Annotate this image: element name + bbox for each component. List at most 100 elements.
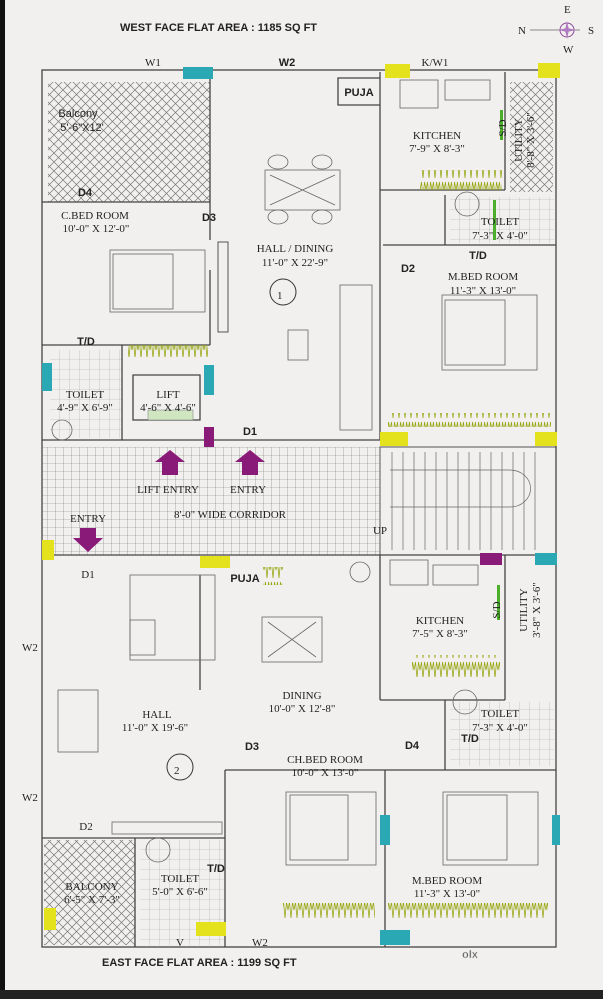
svg-text:M.BED ROOM: M.BED ROOM [448, 271, 519, 283]
svg-text:TOILET: TOILET [481, 708, 520, 720]
color-marker [538, 63, 560, 78]
svg-text:ENTRY: ENTRY [70, 513, 106, 525]
svg-text:N: N [518, 25, 526, 37]
svg-text:HALL: HALL [142, 709, 172, 721]
color-marker [204, 427, 214, 447]
svg-text:7'-9" X 8'-3": 7'-9" X 8'-3" [409, 143, 465, 155]
svg-text:E: E [564, 4, 571, 16]
color-marker [493, 200, 496, 240]
furniture [51, 79, 539, 866]
svg-text:11'-3" X 13'-0": 11'-3" X 13'-0" [414, 888, 480, 900]
photo-edge-bottom [0, 990, 603, 999]
svg-text:LIFT: LIFT [156, 389, 180, 401]
color-marker [535, 553, 557, 565]
lift-entry-arrow-icon [155, 450, 185, 475]
color-marker [552, 815, 560, 845]
entry-arrow-icons [73, 450, 265, 552]
svg-text:7'-3" X 4'-0": 7'-3" X 4'-0" [472, 722, 528, 734]
flat-2-labels: D1 PUJA KITCHEN 7'-5" X 8'-3" S/D UTILIT… [22, 569, 543, 949]
svg-text:4'-6" X 4'-6": 4'-6" X 4'-6" [140, 402, 196, 414]
svg-text:D3: D3 [245, 741, 259, 753]
svg-text:5'-6"X12': 5'-6"X12' [60, 122, 104, 134]
photo-edge [0, 0, 5, 999]
color-marker [196, 922, 226, 936]
svg-text:11'-3" X 13'-0": 11'-3" X 13'-0" [450, 285, 516, 297]
svg-text:KITCHEN: KITCHEN [413, 130, 461, 142]
olx-watermark: olx [462, 949, 479, 961]
svg-text:D4: D4 [405, 740, 420, 752]
svg-text:11'-0" X 19'-6": 11'-0" X 19'-6" [122, 722, 188, 734]
svg-text:DINING: DINING [282, 690, 321, 702]
svg-text:10'-0" X 12'-8": 10'-0" X 12'-8" [269, 703, 336, 715]
svg-text:T/D: T/D [469, 250, 487, 262]
lift-door [147, 409, 194, 421]
utility-1-floor [510, 82, 553, 192]
svg-text:7'-5" X 8'-3": 7'-5" X 8'-3" [412, 628, 468, 640]
flat-1-badge [269, 278, 297, 306]
svg-text:Balcony: Balcony [58, 108, 98, 120]
svg-text:8'-8" X 3'-6": 8'-8" X 3'-6" [525, 112, 537, 168]
color-marker [183, 67, 213, 79]
flat-1-number: 1 [277, 290, 283, 302]
svg-text:D2: D2 [79, 821, 92, 833]
color-marker [380, 432, 408, 446]
window-door-markers [42, 63, 560, 945]
svg-text:UTILITY: UTILITY [513, 118, 525, 161]
svg-text:ENTRY: ENTRY [230, 484, 266, 496]
svg-text:S/D: S/D [497, 119, 509, 136]
svg-text:D1: D1 [81, 569, 94, 581]
svg-text:UTILITY: UTILITY [518, 588, 530, 631]
color-marker [200, 556, 230, 568]
color-marker [44, 908, 56, 930]
svg-text:W: W [563, 44, 574, 56]
svg-text:D4: D4 [78, 187, 93, 199]
svg-text:W2: W2 [279, 57, 296, 69]
color-marker [42, 540, 54, 560]
flat-1-labels: W1 W2 K/W1 PUJA Balcony 5'-6"X12' KITCHE… [57, 57, 537, 438]
balcony-1-floor [48, 82, 210, 202]
svg-text:KITCHEN: KITCHEN [416, 615, 464, 627]
svg-text:D3: D3 [202, 212, 216, 224]
svg-text:8'-0" WIDE CORRIDOR: 8'-0" WIDE CORRIDOR [174, 509, 287, 521]
entry-arrow-icon [235, 450, 265, 475]
svg-text:LIFT ENTRY: LIFT ENTRY [137, 484, 199, 496]
svg-text:5'-0" X 6'-6": 5'-0" X 6'-6" [152, 886, 208, 898]
color-marker [42, 363, 52, 391]
svg-text:V: V [176, 937, 184, 949]
svg-text:CH.BED ROOM: CH.BED ROOM [287, 754, 363, 766]
svg-text:10'-0" X 13'-0": 10'-0" X 13'-0" [292, 767, 359, 779]
svg-text:M.BED ROOM: M.BED ROOM [412, 875, 483, 887]
svg-text:C.BED ROOM: C.BED ROOM [61, 210, 129, 222]
flat-2-badge [166, 753, 194, 781]
svg-text:7'-3" X 4'-0": 7'-3" X 4'-0" [472, 230, 528, 242]
flat-2-number: 2 [174, 765, 180, 777]
svg-text:PUJA: PUJA [344, 87, 373, 99]
svg-text:HALL / DINING: HALL / DINING [257, 243, 334, 255]
balcony-2-floor [44, 840, 135, 945]
svg-text:3'-8" X 3'-6": 3'-8" X 3'-6" [531, 582, 543, 638]
corridor-labels: LIFT ENTRY ENTRY 8'-0" WIDE CORRIDOR ENT… [70, 484, 387, 537]
wardrobes [128, 170, 551, 921]
corridor-floor [42, 447, 380, 555]
svg-text:BALCONY: BALCONY [65, 881, 118, 893]
compass-icon: N E S W [518, 4, 594, 56]
svg-text:TOILET: TOILET [481, 216, 520, 228]
svg-text:6'-5" X 7'-3": 6'-5" X 7'-3" [64, 894, 120, 906]
svg-text:S: S [588, 25, 594, 37]
color-marker [380, 930, 410, 945]
svg-text:PUJA: PUJA [230, 573, 259, 585]
color-marker [497, 585, 500, 620]
color-marker [480, 553, 502, 565]
walls [41, 69, 557, 948]
svg-text:T/D: T/D [77, 336, 95, 348]
svg-text:W2: W2 [22, 792, 38, 804]
svg-text:D1: D1 [243, 426, 257, 438]
entry-arrow-down-icon [73, 528, 103, 552]
svg-text:UP: UP [373, 525, 387, 537]
svg-text:T/D: T/D [207, 863, 225, 875]
svg-text:10'-0" X 12'-0": 10'-0" X 12'-0" [63, 223, 130, 235]
svg-text:W2: W2 [22, 642, 38, 654]
color-marker [535, 432, 557, 446]
color-marker [204, 365, 214, 395]
